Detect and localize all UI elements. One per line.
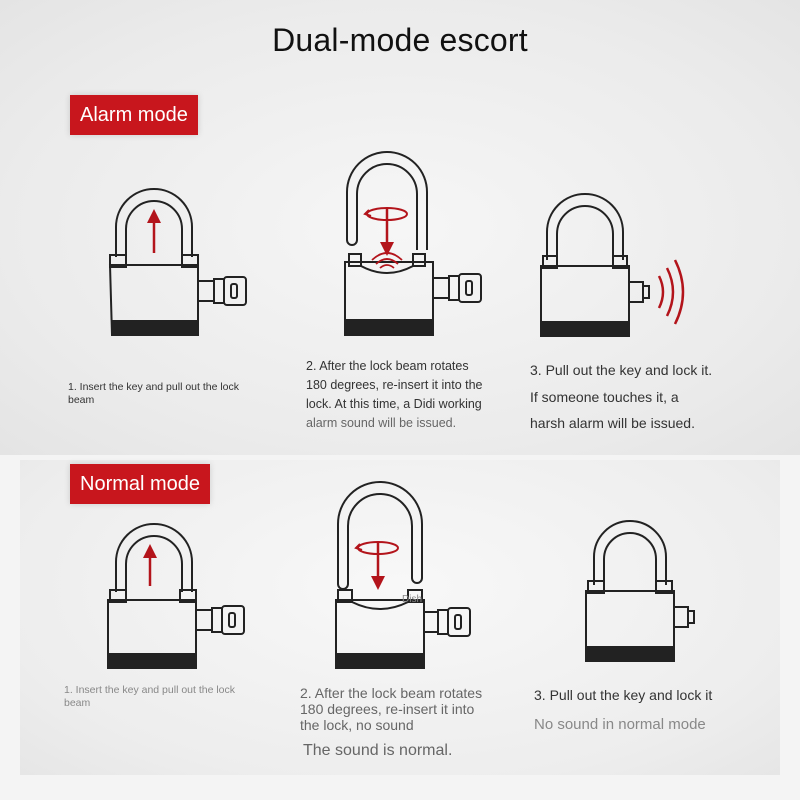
alarm-wave-icon xyxy=(657,259,685,325)
normal-step-3-note: No sound in normal mode xyxy=(534,716,706,733)
normal-step-3-caption: 3. Pull out the key and lock it xyxy=(534,687,713,703)
alarm-step-1-caption: 1. Insert the key and pull out the lock … xyxy=(68,381,240,406)
padlock-icon xyxy=(344,151,482,336)
padlock-icon xyxy=(108,188,247,336)
normal-panel-background xyxy=(20,460,780,775)
padlock-icon xyxy=(540,193,685,337)
page-title: Dual-mode escort xyxy=(272,22,528,58)
dish-label: Dish xyxy=(402,594,423,605)
normal-mode-label: Normal mode xyxy=(70,464,211,504)
alarm-panel-background xyxy=(0,0,800,455)
normal-sound-note: The sound is normal. xyxy=(303,742,453,759)
padlock-icon xyxy=(107,523,245,669)
alarm-mode-label: Alarm mode xyxy=(70,95,198,135)
up-arrow-icon xyxy=(143,544,157,586)
sound-wave-icon xyxy=(371,252,403,269)
padlock-icon xyxy=(335,481,471,669)
down-arrow-icon xyxy=(371,542,385,590)
alarm-step-2-caption: 2. After the lock beam rotates 180 degre… xyxy=(306,359,483,430)
alarm-step-3-caption: 3. Pull out the key and lock it. If some… xyxy=(530,362,713,431)
up-arrow-icon xyxy=(147,209,161,253)
down-arrow-icon xyxy=(380,208,394,256)
normal-step-1-caption: 1. Insert the key and pull out the lock … xyxy=(64,684,236,709)
padlock-icon xyxy=(585,520,695,662)
normal-step-2-caption: 2. After the lock beam rotates 180 degre… xyxy=(300,685,483,733)
